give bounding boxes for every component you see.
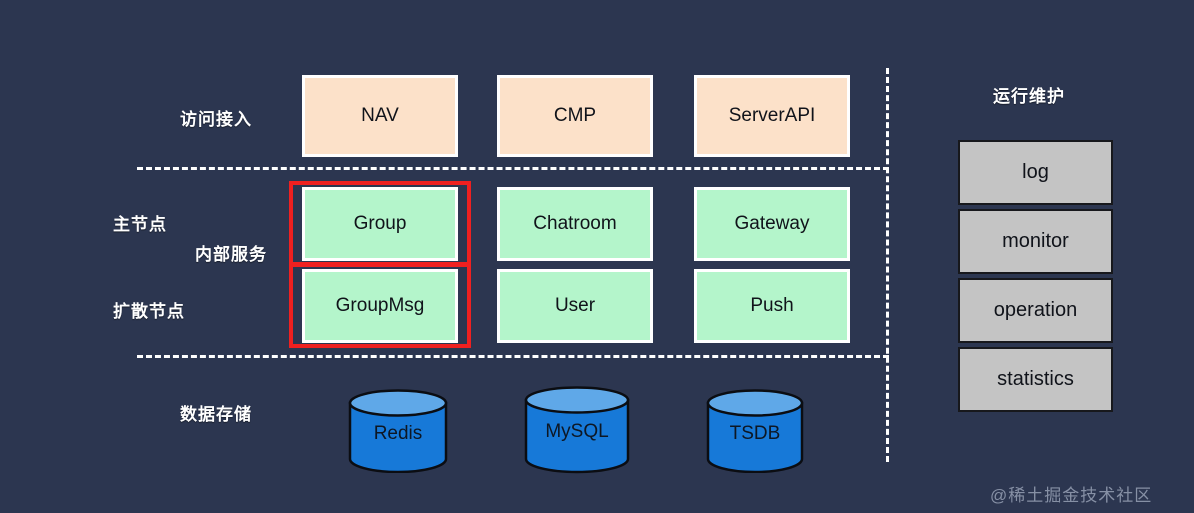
service-box-user-label: User [554, 295, 596, 316]
ops-box-log[interactable]: log [958, 140, 1113, 205]
ops-box-operation-label: operation [993, 299, 1078, 321]
access-box-cmp-label: CMP [553, 105, 597, 126]
database-cylinder-tsdb-label: TSDB [729, 423, 781, 444]
database-cylinder-redis-label: Redis [373, 423, 423, 444]
ops-box-log-label: log [1022, 161, 1049, 183]
service-box-chatroom[interactable]: Chatroom [497, 187, 653, 261]
watermark: @稀土掘金技术社区 [990, 486, 1153, 505]
service-box-push[interactable]: Push [694, 269, 850, 343]
row-label-diffusion-node: 扩散节点 [113, 302, 185, 321]
access-box-nav[interactable]: NAV [302, 75, 458, 157]
ops-box-monitor[interactable]: monitor [958, 209, 1113, 274]
ops-box-statistics-label: statistics [997, 368, 1074, 390]
row-label-data-storage: 数据存储 [180, 405, 252, 424]
service-box-group-label: Group [353, 213, 407, 234]
ops-box-statistics[interactable]: statistics [958, 347, 1113, 412]
row-label-master-node: 主节点 [113, 215, 167, 234]
access-box-serverapi-label: ServerAPI [728, 105, 816, 126]
database-icon [348, 389, 448, 473]
ops-box-operation[interactable]: operation [958, 278, 1113, 343]
service-box-groupmsg[interactable]: GroupMsg [302, 269, 458, 343]
database-icon [524, 386, 630, 474]
database-cylinder-redis[interactable]: Redis [348, 389, 448, 473]
access-box-serverapi[interactable]: ServerAPI [694, 75, 850, 157]
service-box-user[interactable]: User [497, 269, 653, 343]
row-label-access: 访问接入 [180, 110, 252, 129]
database-cylinder-tsdb[interactable]: TSDB [706, 389, 804, 473]
database-cylinder-mysql-label: MySQL [545, 421, 609, 442]
dashed-separator-bottom [137, 355, 889, 358]
service-box-push-label: Push [750, 295, 794, 316]
ops-box-monitor-label: monitor [1002, 230, 1069, 252]
service-box-groupmsg-label: GroupMsg [335, 295, 425, 316]
service-box-group[interactable]: Group [302, 187, 458, 261]
service-box-gateway[interactable]: Gateway [694, 187, 850, 261]
row-label-internal-service: 内部服务 [195, 245, 267, 264]
access-box-nav-label: NAV [361, 105, 399, 126]
database-cylinder-mysql[interactable]: MySQL [524, 386, 630, 474]
service-box-gateway-label: Gateway [734, 213, 810, 234]
dashed-separator-vertical [886, 68, 889, 462]
database-icon [706, 389, 804, 473]
service-box-chatroom-label: Chatroom [533, 213, 617, 234]
dashed-separator-top [137, 167, 889, 170]
access-box-cmp[interactable]: CMP [497, 75, 653, 157]
ops-panel-title: 运行维护 [993, 87, 1065, 106]
